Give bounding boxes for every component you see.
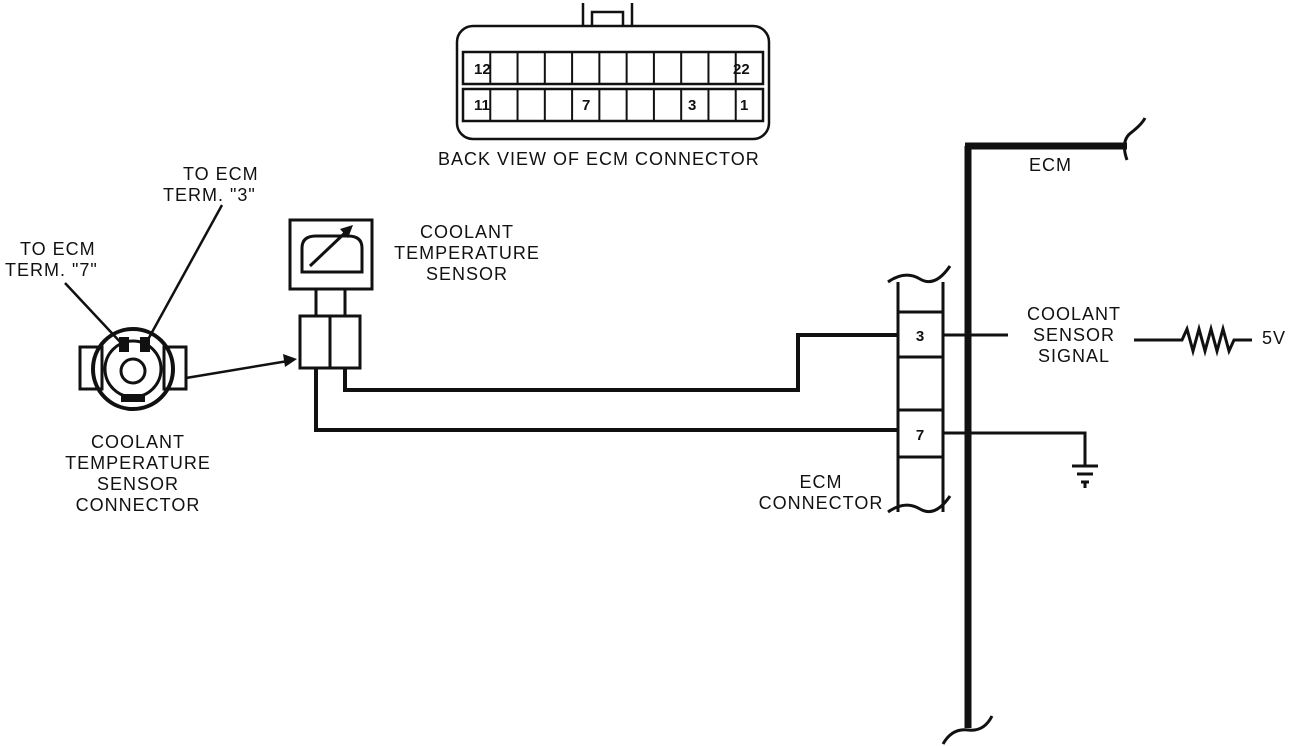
coolant-temperature-sensor: COOLANT TEMPERATURE SENSOR [288,218,540,370]
pin-12-label: 12 [474,61,491,78]
sensor-terminal-right [328,314,362,370]
term3-label-line2: TERM. "3" [163,185,256,205]
connector-caption-line4: CONNECTOR [76,495,201,515]
signal-label-line3: SIGNAL [1038,346,1110,366]
connector-latch [581,3,634,26]
connector-top-row [461,50,765,86]
back-view-caption: BACK VIEW OF ECM CONNECTOR [438,149,760,169]
connector-caption-line2: TEMPERATURE [65,453,211,473]
term3-label-line1: TO ECM [183,164,259,184]
connector-body [91,327,175,411]
sensor-label-line2: TEMPERATURE [394,243,540,263]
connector-center [119,357,147,385]
signal-label-line1: COOLANT [1027,304,1121,324]
connector-to-sensor-arrow [185,359,289,380]
sensor-label-line1: COOLANT [420,222,514,242]
connector-cavity-dividers [898,310,943,459]
term7-label-line2: TERM. "7" [5,260,98,280]
pin-22-label: 22 [733,61,750,78]
connector-caption-line3: SENSOR [97,474,179,494]
connector-inner-ring [103,339,163,399]
ecm-break-bottom [941,715,994,745]
variable-resistor-arrowhead [340,225,353,238]
ecm-terminal-7: 7 [916,427,924,444]
connector-caption-line1: COOLANT [91,432,185,452]
connector-bottom-row [461,87,765,123]
variable-resistor-arrow [308,228,350,268]
ecm-module: ECM COOLANT SENSOR SIGNAL 5V [941,117,1286,745]
signal-wire-to-term3 [343,333,898,392]
connector-key [121,394,145,402]
harness-wires [314,333,898,432]
ecm-terminal-3: 3 [916,328,924,345]
sensor-label-line3: SENSOR [426,264,508,284]
pin-3-label: 3 [688,97,696,114]
sensor-connector: TO ECM TERM. "7" TO ECM TERM. "3" COOLAN… [5,164,297,515]
connector-left-tab [78,345,104,391]
connector-break-bottom [887,495,952,514]
reference-voltage-label: 5V [1262,328,1286,348]
connector-strip-sides [896,282,945,512]
pin-11-label: 11 [474,97,490,114]
ecm-connector-back-view: 12 22 11 7 3 1 BACK VIEW OF ECM CONNECTO… [438,3,771,169]
ecm-break-top [1122,117,1147,161]
ecm-connector-label-line2: CONNECTOR [759,493,884,513]
ground-symbol [1072,464,1098,488]
signal-label-line2: SENSOR [1033,325,1115,345]
ecm-connector-label-line1: ECM [800,472,843,492]
ecm-label: ECM [1029,155,1072,175]
sensor-housing [288,218,374,291]
pullup-resistor [1134,323,1252,357]
sensor-terminal-left [298,314,332,370]
ecm-connector: 3 7 ECM CONNECTOR [759,265,952,514]
pin-1-label: 1 [740,97,748,114]
ground-line [943,431,1087,466]
connector-right-tab [162,345,188,391]
terminal-7-cavity [119,337,129,352]
pin-7-label: 7 [582,97,590,114]
term7-leader-line [64,282,124,346]
ground-wire-to-term7 [314,368,898,432]
term3-leader-line [143,204,224,346]
arrowhead [283,354,297,367]
sensor-leads [314,289,347,316]
connector-break-top [887,265,952,284]
connector-housing [455,24,771,141]
term7-label-line1: TO ECM [20,239,96,259]
